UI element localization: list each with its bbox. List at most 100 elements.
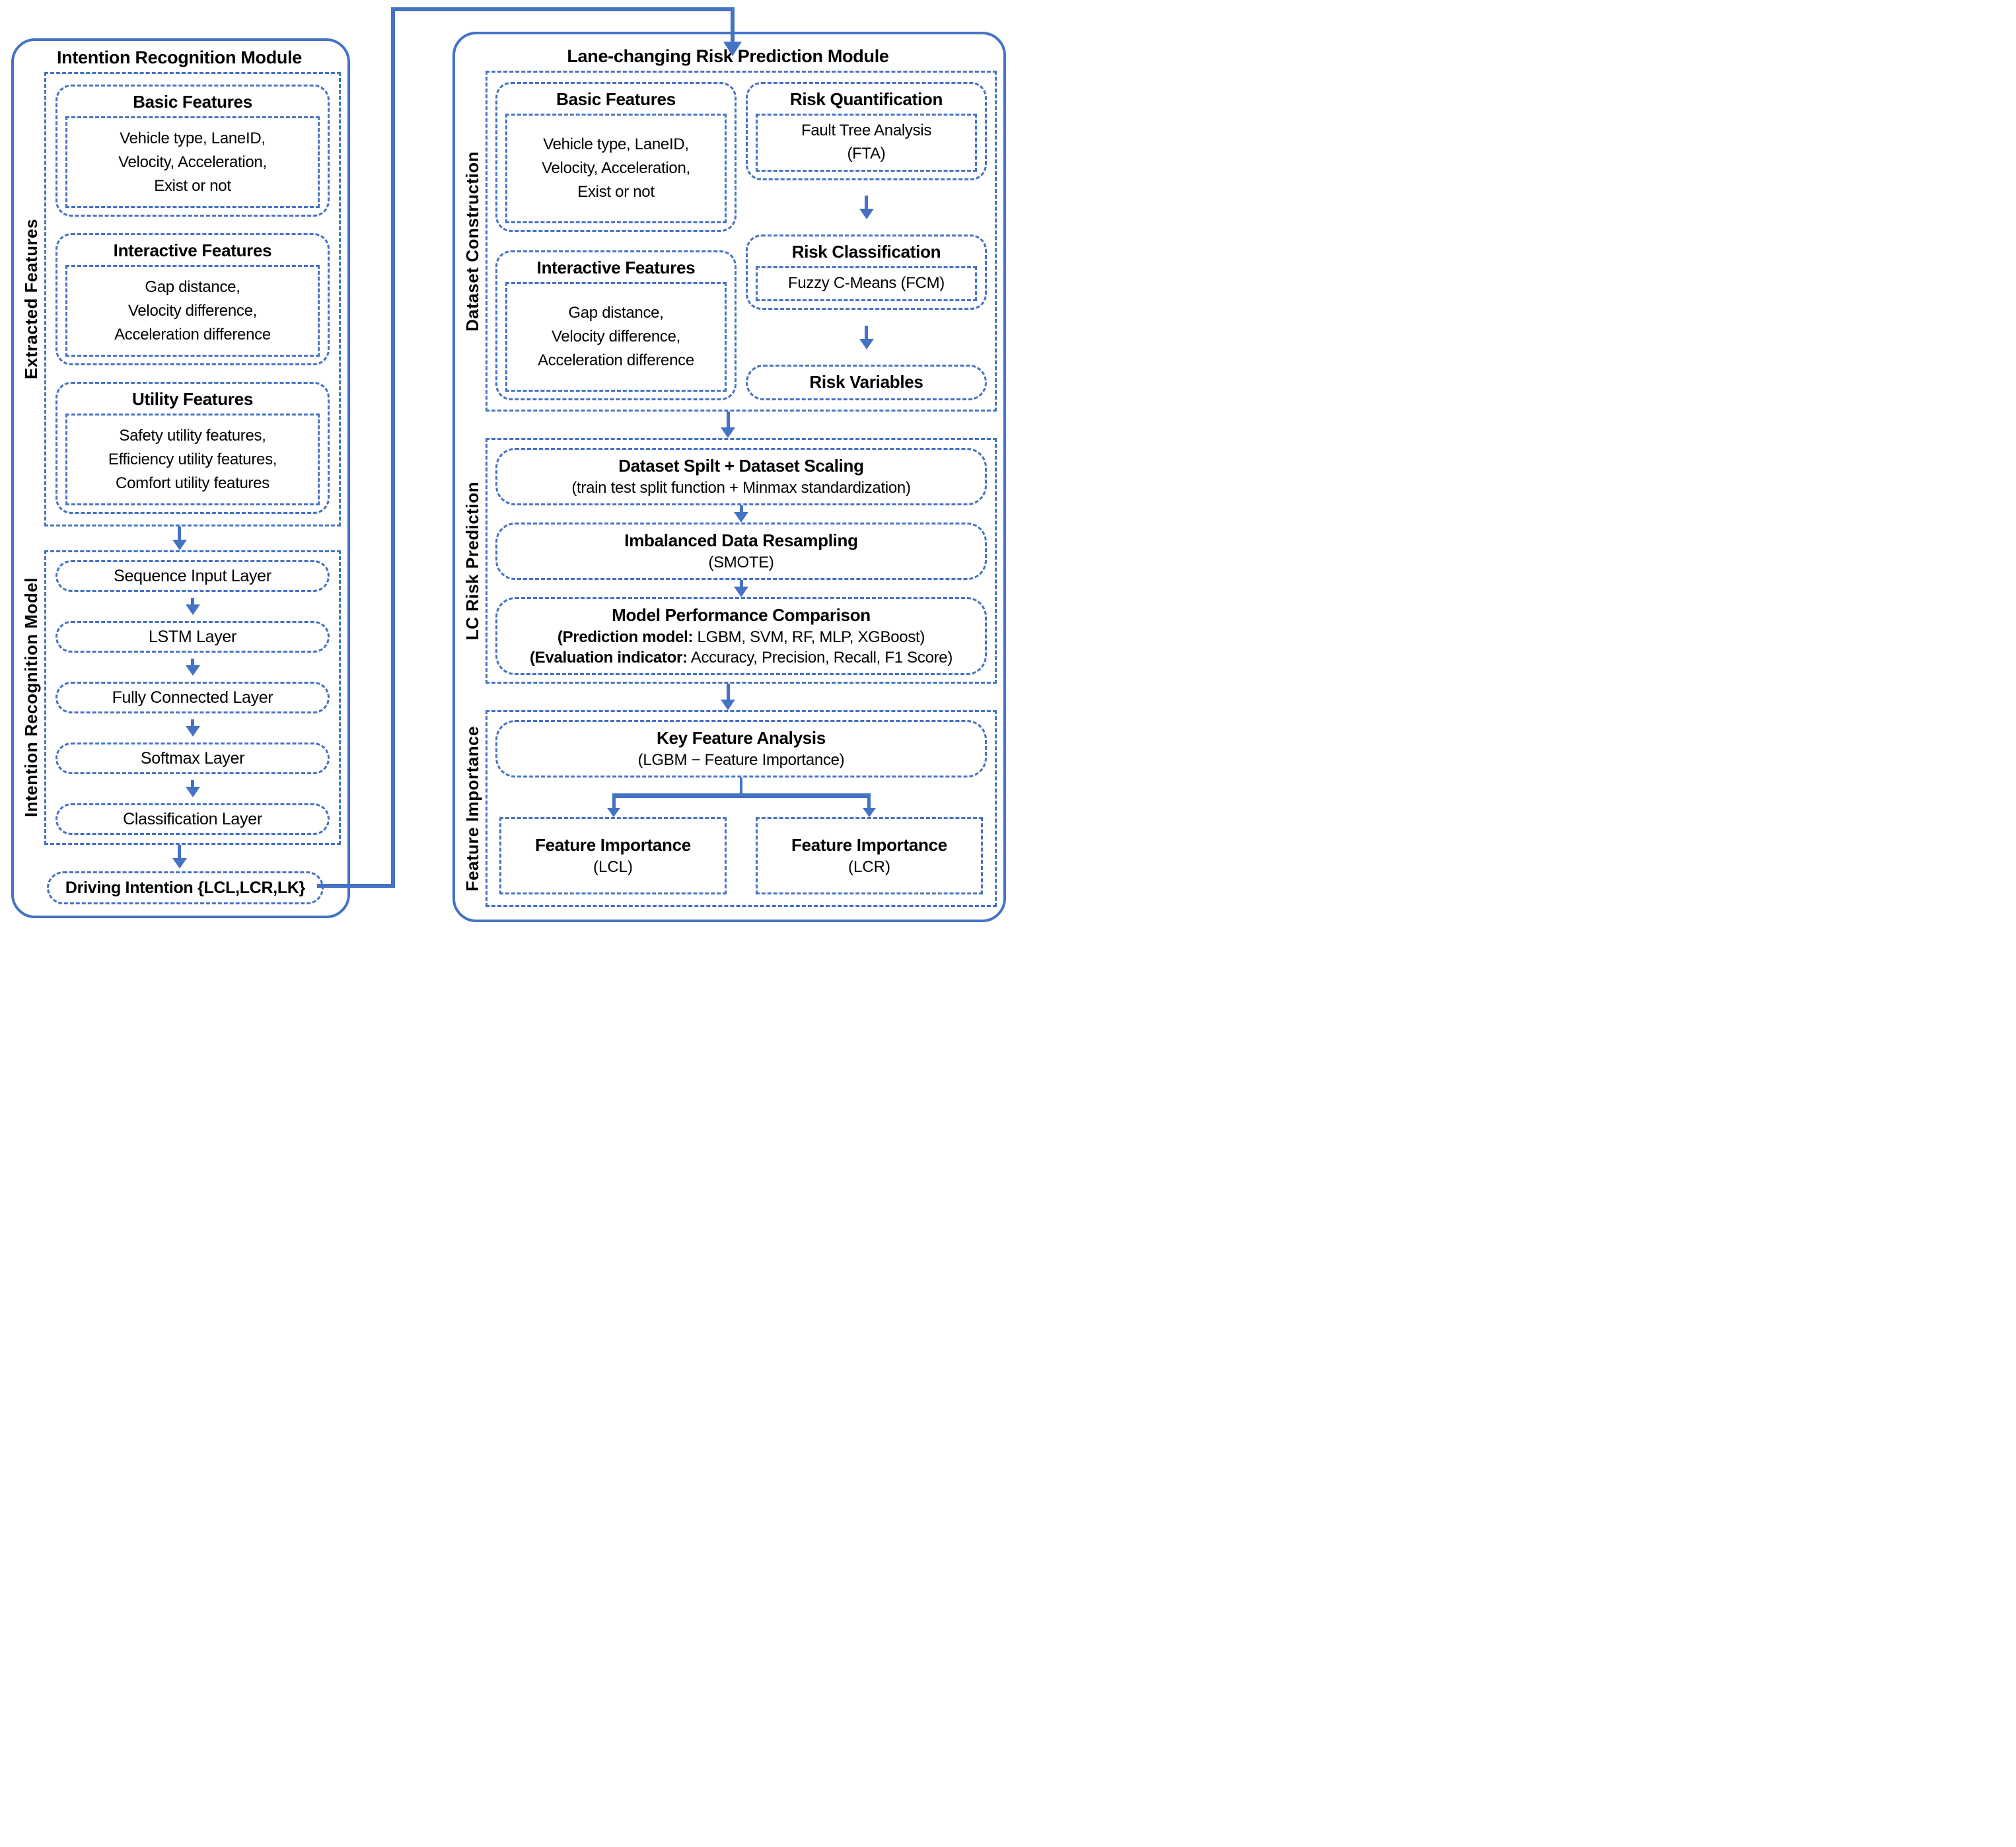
step-subtitle: (SMOTE)	[708, 553, 774, 571]
arrow-down-icon	[185, 598, 200, 615]
feature-line: Vehicle type, LaneID,	[543, 135, 689, 153]
connector-segment-vertical-right	[731, 7, 735, 42]
step-title: Model Performance Comparison	[612, 604, 871, 625]
feature-box-title: Utility Features	[131, 389, 254, 409]
fi-subtitle: (LCR)	[847, 857, 890, 876]
lc-risk-prediction-label: LC Risk Prediction	[462, 481, 482, 641]
lc-risk-prediction-section: LC Risk Prediction Dataset Spilt + Datas…	[459, 438, 997, 684]
connector-segment-horizontal-top	[391, 7, 735, 11]
feature-line: Velocity difference,	[551, 328, 680, 345]
extracted-features-section: Extracted Features Basic Features Vehicl…	[18, 72, 341, 526]
arrow-down-icon	[172, 845, 187, 869]
feature-line: Acceleration difference	[538, 351, 694, 369]
fi-subtitle: (LCL)	[593, 857, 633, 876]
feature-line: Exist or not	[154, 176, 231, 195]
risk-column: Risk Quantification Fault Tree Analysis …	[746, 82, 987, 400]
arrow-down-icon	[734, 505, 748, 523]
arrow-down-icon	[172, 526, 187, 550]
diagram-canvas: Intention Recognition Module Extracted F…	[0, 0, 1008, 924]
dataset-construction-container: Basic Features Vehicle type, LaneID, Vel…	[486, 71, 997, 412]
feature-box-detail: Fault Tree Analysis (FTA)	[756, 114, 977, 172]
feature-importance-container: Key Feature Analysis (LGBM − Feature Imp…	[486, 710, 997, 907]
feature-box-title: Risk Classification	[791, 242, 941, 262]
layer-sequence-input: Sequence Input Layer	[55, 560, 330, 592]
step-title: Dataset Spilt + Dataset Scaling	[618, 456, 864, 476]
arrow-down-icon	[859, 195, 874, 219]
feature-box-title: Basic Features	[556, 89, 676, 109]
arrow-down-icon	[862, 807, 876, 817]
feature-box-detail: Safety utility features, Efficiency util…	[65, 414, 320, 505]
arrow-down-icon	[185, 719, 200, 737]
arrow-down-icon	[185, 659, 200, 676]
arrow-down-icon	[185, 780, 200, 797]
feature-box-detail: Vehicle type, LaneID, Velocity, Accelera…	[65, 116, 320, 208]
arrow-down-icon	[721, 684, 735, 710]
extracted-features-container: Basic Features Vehicle type, LaneID, Vel…	[44, 72, 341, 526]
feature-box-title: Risk Quantification	[789, 89, 943, 109]
feature-importance-lcl-box: Feature Importance (LCL)	[499, 816, 727, 894]
branch-bar	[613, 793, 869, 798]
fi-title: Feature Importance	[535, 834, 691, 855]
layer-fully-connected: Fully Connected Layer	[55, 682, 330, 713]
feature-importance-section: Feature Importance Key Feature Analysis …	[459, 710, 997, 907]
key-feature-analysis-box: Key Feature Analysis (LGBM − Feature Imp…	[495, 720, 987, 778]
feature-box-detail: Vehicle type, LaneID, Velocity, Accelera…	[505, 114, 727, 223]
feature-importance-label: Feature Importance	[462, 725, 482, 892]
feature-line: (FTA)	[847, 144, 886, 163]
intention-recognition-model-section: Intention Recognition Model Sequence Inp…	[18, 550, 341, 845]
arrow-down-icon	[721, 412, 735, 438]
step-subtitle: (LGBM − Feature Importance)	[637, 750, 845, 769]
feature-box-detail: Gap distance, Velocity difference, Accel…	[505, 282, 727, 392]
utility-features-box: Utility Features Safety utility features…	[55, 382, 330, 514]
interactive-features-box: Interactive Features Gap distance, Veloc…	[55, 233, 330, 365]
left-module-title: Intention Recognition Module	[56, 48, 303, 67]
dataset-features-column: Basic Features Vehicle type, LaneID, Vel…	[495, 82, 737, 400]
arrow-down-icon	[607, 807, 621, 817]
dataset-construction-label: Dataset Construction	[462, 151, 482, 332]
risk-variables-box: Risk Variables	[746, 364, 987, 400]
branch-stem	[740, 777, 742, 793]
model-performance-comparison-box: Model Performance Comparison (Prediction…	[495, 597, 987, 676]
layer-classification: Classification Layer	[55, 803, 330, 835]
feature-box-title: Interactive Features	[536, 258, 696, 277]
step-subtitle: (Evaluation indicator: Accuracy, Precisi…	[529, 648, 953, 667]
step-subtitle: (train test split function + Minmax stan…	[571, 478, 911, 497]
feature-box-detail: Gap distance, Velocity difference, Accel…	[65, 265, 320, 357]
feature-line: Fuzzy C-Means (FCM)	[788, 274, 945, 293]
feature-line: Gap distance,	[145, 277, 240, 296]
basic-features-box: Basic Features Vehicle type, LaneID, Vel…	[55, 85, 330, 217]
extracted-features-label: Extracted Features	[20, 219, 41, 380]
dataset-split-scaling-box: Dataset Spilt + Dataset Scaling (train t…	[495, 448, 987, 505]
feature-line: Efficiency utility features,	[108, 450, 277, 468]
fi-title: Feature Importance	[791, 834, 947, 855]
feature-line: Vehicle type, LaneID,	[120, 129, 266, 147]
driving-intention-output: Driving Intention {LCL,LCR,LK}	[47, 871, 324, 904]
risk-classification-box: Risk Classification Fuzzy C-Means (FCM)	[746, 235, 987, 310]
connector-segment-horizontal-bottom	[317, 884, 395, 888]
dataset-construction-section: Dataset Construction Basic Features Vehi…	[459, 71, 997, 412]
imbalanced-data-resampling-box: Imbalanced Data Resampling (SMOTE)	[495, 522, 987, 580]
arrow-down-icon	[734, 579, 748, 597]
feature-importance-outputs: Feature Importance (LCL) Feature Importa…	[495, 816, 987, 894]
risk-quantification-box: Risk Quantification Fault Tree Analysis …	[746, 82, 987, 180]
arrow-down-icon	[859, 325, 874, 349]
feature-line: Velocity, Acceleration,	[542, 159, 690, 177]
feature-line: Comfort utility features	[116, 474, 270, 492]
feature-line: Velocity difference,	[127, 301, 257, 320]
feature-box-detail: Fuzzy C-Means (FCM)	[756, 266, 977, 302]
basic-features-box: Basic Features Vehicle type, LaneID, Vel…	[495, 82, 737, 232]
step-subtitle: (Prediction model: LGBM, SVM, RF, MLP, X…	[557, 628, 925, 646]
feature-importance-lcr-box: Feature Importance (LCR)	[755, 816, 983, 894]
layer-lstm: LSTM Layer	[55, 621, 330, 653]
branch-connector	[499, 777, 983, 817]
branch-drop-right	[867, 793, 871, 808]
connector-segment-vertical-left	[391, 7, 395, 888]
layer-softmax: Softmax Layer	[55, 742, 330, 774]
feature-line: Exist or not	[577, 183, 655, 201]
interactive-features-box: Interactive Features Gap distance, Veloc…	[495, 250, 737, 400]
intention-recognition-module: Intention Recognition Module Extracted F…	[11, 38, 350, 918]
feature-box-title: Interactive Features	[113, 240, 272, 260]
step-title: Key Feature Analysis	[656, 728, 826, 748]
feature-line: Safety utility features,	[119, 426, 266, 445]
step-title: Imbalanced Data Resampling	[624, 530, 858, 550]
